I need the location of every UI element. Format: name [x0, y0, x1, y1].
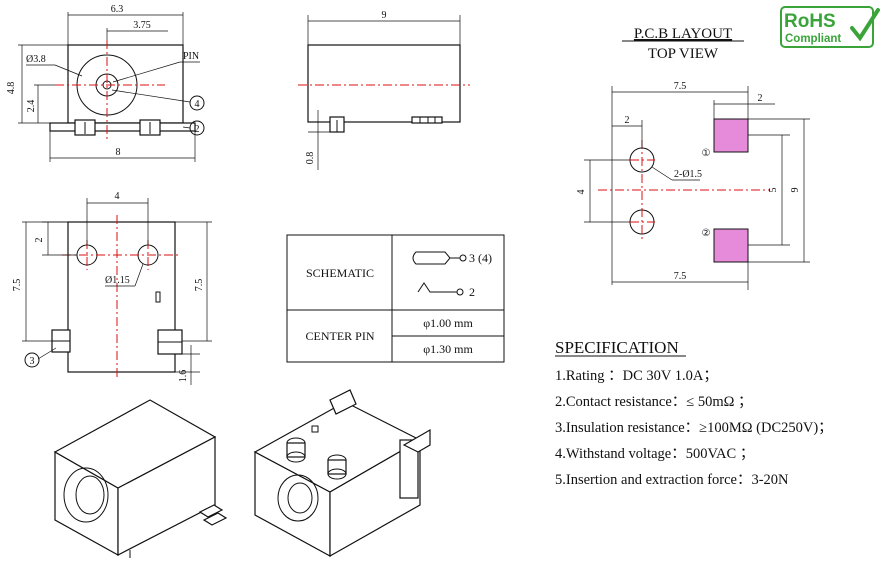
bottom-dim-right: 7.5	[194, 279, 205, 292]
isometric-view-back	[253, 389, 431, 558]
schematic-label: SCHEMATIC	[306, 266, 374, 280]
pcb-dim-pad: 2	[758, 93, 763, 104]
specification: SPECIFICATION 1.Rating ：DC 30V 1.0A； 2.C…	[555, 338, 833, 488]
pcb-title: P.C.B LAYOUT	[634, 26, 732, 42]
svg-text:4: 4	[195, 99, 200, 110]
front-view: 6.3 3.75 4.8 2.4 Ø3.8 PIN 4 2 8	[6, 4, 205, 162]
bottom-dim-offset: 2	[34, 238, 45, 243]
schematic-table: SCHEMATIC CENTER PIN 3 (4) 2 φ1.00 mm φ1…	[286, 234, 505, 363]
front-callout-4	[189, 95, 205, 111]
side-view: 9 0.8	[298, 10, 470, 170]
spec-item: 4.Withstand voltage：500VAC ；	[555, 446, 754, 462]
pcb-pad-2	[713, 228, 749, 263]
pcb-dim-vert-right: 9	[790, 188, 801, 193]
rohs-compliant-text: Compliant	[785, 33, 841, 45]
bottom-callout-3	[24, 352, 40, 368]
schematic-table-border	[286, 234, 505, 363]
front-dim-center: 2.4	[26, 100, 37, 113]
rohs-text: RoHS	[784, 11, 836, 32]
bottom-view: 4 2 7.5 7.5 Ø1.15 1.6 3	[12, 191, 212, 385]
front-base	[49, 122, 196, 132]
pcb-dim-bottom: 7.5	[674, 271, 687, 282]
spec-item: 3.Insulation resistance：≥100MΩ (DC250V)；	[555, 420, 833, 436]
spec-item: 5.Insertion and extraction force：3-20N	[555, 472, 789, 488]
pcb-dim-vert-left: 4	[576, 190, 587, 195]
center-pin-size-2: φ1.30 mm	[423, 342, 473, 356]
side-dim-length: 9	[382, 10, 387, 21]
bottom-dim-holes: Ø1.15	[105, 275, 130, 286]
bottom-body	[67, 221, 176, 373]
center-pin-label: CENTER PIN	[306, 329, 375, 343]
jack-pin-symbol	[412, 251, 451, 265]
side-body	[307, 44, 461, 123]
front-pin-label: PIN	[183, 51, 199, 62]
spec-item: 2.Contact resistance：≤ 50mΩ ；	[555, 394, 753, 410]
front-dim-height: 4.8	[6, 82, 17, 95]
center-pin-size-1: φ1.00 mm	[423, 316, 473, 330]
schematic-pin-34: 3 (4)	[469, 251, 492, 265]
bottom-dim-spacing: 4	[115, 191, 120, 202]
pcb-pad-label-2: ②	[702, 228, 711, 239]
spec-item: 1.Rating ：DC 30V 1.0A；	[555, 368, 718, 384]
bottom-slot	[155, 291, 161, 303]
pcb-dim-holes: 2-Ø1.5	[674, 169, 702, 180]
pcb-dim-top: 7.5	[674, 81, 687, 92]
front-dim-base: 8	[116, 147, 121, 158]
side-dim-pin: 0.8	[305, 152, 316, 165]
pcb-dim-vert-mid: 5	[768, 188, 779, 193]
isometric-view-front	[53, 399, 228, 558]
front-dim-width: 6.3	[111, 4, 124, 15]
front-callout-2	[189, 120, 205, 136]
bottom-dim-pin-len: 1.6	[178, 370, 189, 383]
bottom-dim-left: 7.5	[12, 279, 23, 292]
pcb-dim-left: 2	[625, 115, 630, 126]
svg-text:3: 3	[30, 356, 35, 367]
spec-title: SPECIFICATION	[555, 338, 679, 357]
schematic-pin-2: 2	[469, 285, 475, 299]
pcb-pad-label-1: ①	[702, 148, 711, 159]
pcb-subtitle: TOP VIEW	[648, 46, 719, 62]
front-body	[67, 44, 184, 124]
front-dim-hole: Ø3.8	[26, 54, 46, 65]
spring-contact-symbol	[417, 282, 457, 293]
checkmark-icon	[850, 8, 880, 42]
pcb-layout: P.C.B LAYOUT TOP VIEW 7.5 2 2 2-Ø1.5	[576, 26, 810, 290]
svg-text:2: 2	[195, 124, 200, 135]
rohs-logo: RoHS Compliant	[780, 6, 880, 48]
side-contacts	[411, 116, 443, 124]
front-dim-half: 3.75	[133, 20, 151, 31]
pcb-pad-1	[713, 118, 749, 153]
